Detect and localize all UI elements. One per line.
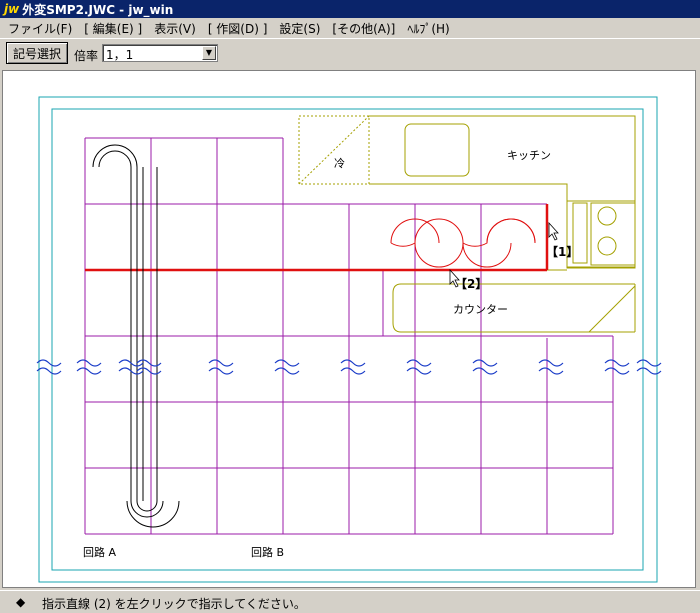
highlight-layer	[85, 204, 549, 272]
menu-other[interactable]: [その他(A)]	[332, 21, 396, 36]
drawing-canvas[interactable]: 冷 キッチン カウンター 【1】 【2】 回路 A 回路 B	[2, 70, 696, 588]
outer-frame	[38, 96, 658, 583]
circuit-wire	[92, 144, 180, 528]
refrigerator	[298, 115, 370, 185]
diamond-icon: ◆	[16, 595, 26, 609]
menu-draw[interactable]: [ 作図(D) ]	[207, 21, 268, 36]
window-title: 外変SMP2.JWC - jw_win	[22, 2, 174, 17]
floor-plan	[36, 96, 662, 583]
sink	[404, 123, 470, 177]
app-logo: jw	[4, 2, 20, 16]
label-circuit-b: 回路 B	[251, 546, 285, 559]
break-marks	[36, 359, 662, 375]
cursor-arrow-icon	[449, 268, 460, 288]
kitchen-fixtures	[298, 115, 636, 333]
menu-settings[interactable]: 設定(S)	[279, 21, 321, 36]
title-bar: jw 外変SMP2.JWC - jw_win	[0, 0, 700, 18]
toolbar: 記号選択 倍率 1，1 ▼	[0, 38, 700, 68]
label-kitchen: キッチン	[507, 149, 551, 162]
label-circuit-a: 回路 A	[83, 546, 117, 559]
cursor-arrow-icon	[548, 221, 559, 241]
inner-frame	[51, 108, 644, 571]
room-grid	[84, 137, 614, 535]
symbol-select-button[interactable]: 記号選択	[6, 42, 68, 64]
scale-value: 1，1	[106, 48, 134, 62]
scale-label: 倍率	[74, 49, 99, 63]
status-message: 指示直線 (2) を左クリックで指示してください。	[42, 597, 306, 611]
menu-help[interactable]: ﾍﾙﾌﾟ(H)	[407, 21, 450, 36]
marker-1: 【1】	[546, 245, 579, 259]
marker-2: 【2】	[455, 277, 488, 291]
scale-dropdown[interactable]: 1，1 ▼	[102, 44, 218, 62]
label-refrigerator: 冷	[334, 157, 345, 170]
menu-file[interactable]: ファイル(F)	[8, 21, 73, 36]
status-bar: ◆ 指示直線 (2) を左クリックで指示してください。	[0, 590, 700, 613]
menu-edit[interactable]: [ 編集(E) ]	[84, 21, 143, 36]
chevron-down-icon[interactable]: ▼	[202, 46, 216, 60]
counter	[392, 283, 613, 333]
menu-view[interactable]: 表示(V)	[154, 21, 196, 36]
menu-bar: ファイル(F) [ 編集(E) ] 表示(V) [ 作図(D) ] 設定(S) …	[0, 18, 700, 38]
label-counter: カウンター	[453, 303, 508, 316]
